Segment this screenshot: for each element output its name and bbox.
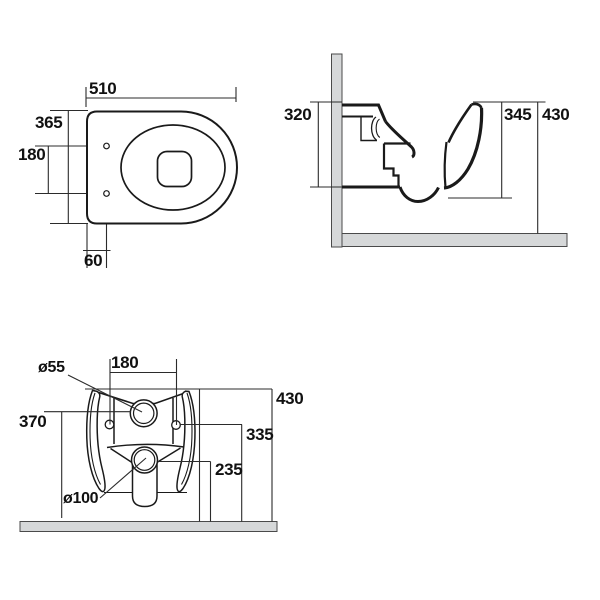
hinge-hole-top [103,142,110,150]
bowl-underside-curve [106,443,185,449]
wall-panel [331,53,343,248]
outlet-funnel-lines [110,447,181,465]
dim-label-side-front-height: 345 [504,105,532,124]
outlet-leader-line [99,457,147,499]
floor-panel-side [341,233,568,247]
rear-view-dimension-lines [44,359,273,522]
dim-label-rear-overall-height: 430 [276,389,304,408]
inlet-hole-inner [132,402,155,425]
dim-label-rear-inlet-height: 370 [19,412,47,431]
toilet-rear-body [85,389,196,508]
dim-label-rear-hole-spacing: 180 [111,353,139,372]
dim-label-side-overall-height: 430 [542,105,570,124]
dim-label-top-hole-spacing: 180 [18,145,46,164]
outlet-hole-inner [133,449,156,471]
top-view [35,87,238,268]
right-side-wing [176,390,196,493]
dim-label-rear-inlet-diameter: ø55 [38,359,65,376]
toilet-profile [342,102,484,204]
left-wing-inner-line [89,392,101,485]
dim-label-rear-outlet-diameter: ø100 [63,490,99,507]
side-view [310,53,568,248]
rear-view [19,359,278,532]
side-view-dimension-lines [310,101,546,234]
left-side-wing [85,389,106,493]
inlet-leader-line [67,374,143,413]
flush-outlet-opening [156,150,193,188]
inlet-hole-outer [129,399,158,428]
mounting-face-edges [113,397,174,444]
right-wing-inner-line [181,392,193,485]
dim-label-top-width: 510 [89,79,117,98]
floor-panel-rear [19,521,278,532]
dim-label-rear-hole-height: 335 [246,425,274,444]
dim-label-rear-outlet-height: 235 [215,460,243,479]
dim-label-side-rear-height: 320 [284,105,312,124]
dim-label-top-depth: 365 [35,113,63,132]
dim-label-top-edge-offset: 60 [84,251,103,270]
hinge-hole-bottom [103,190,110,197]
